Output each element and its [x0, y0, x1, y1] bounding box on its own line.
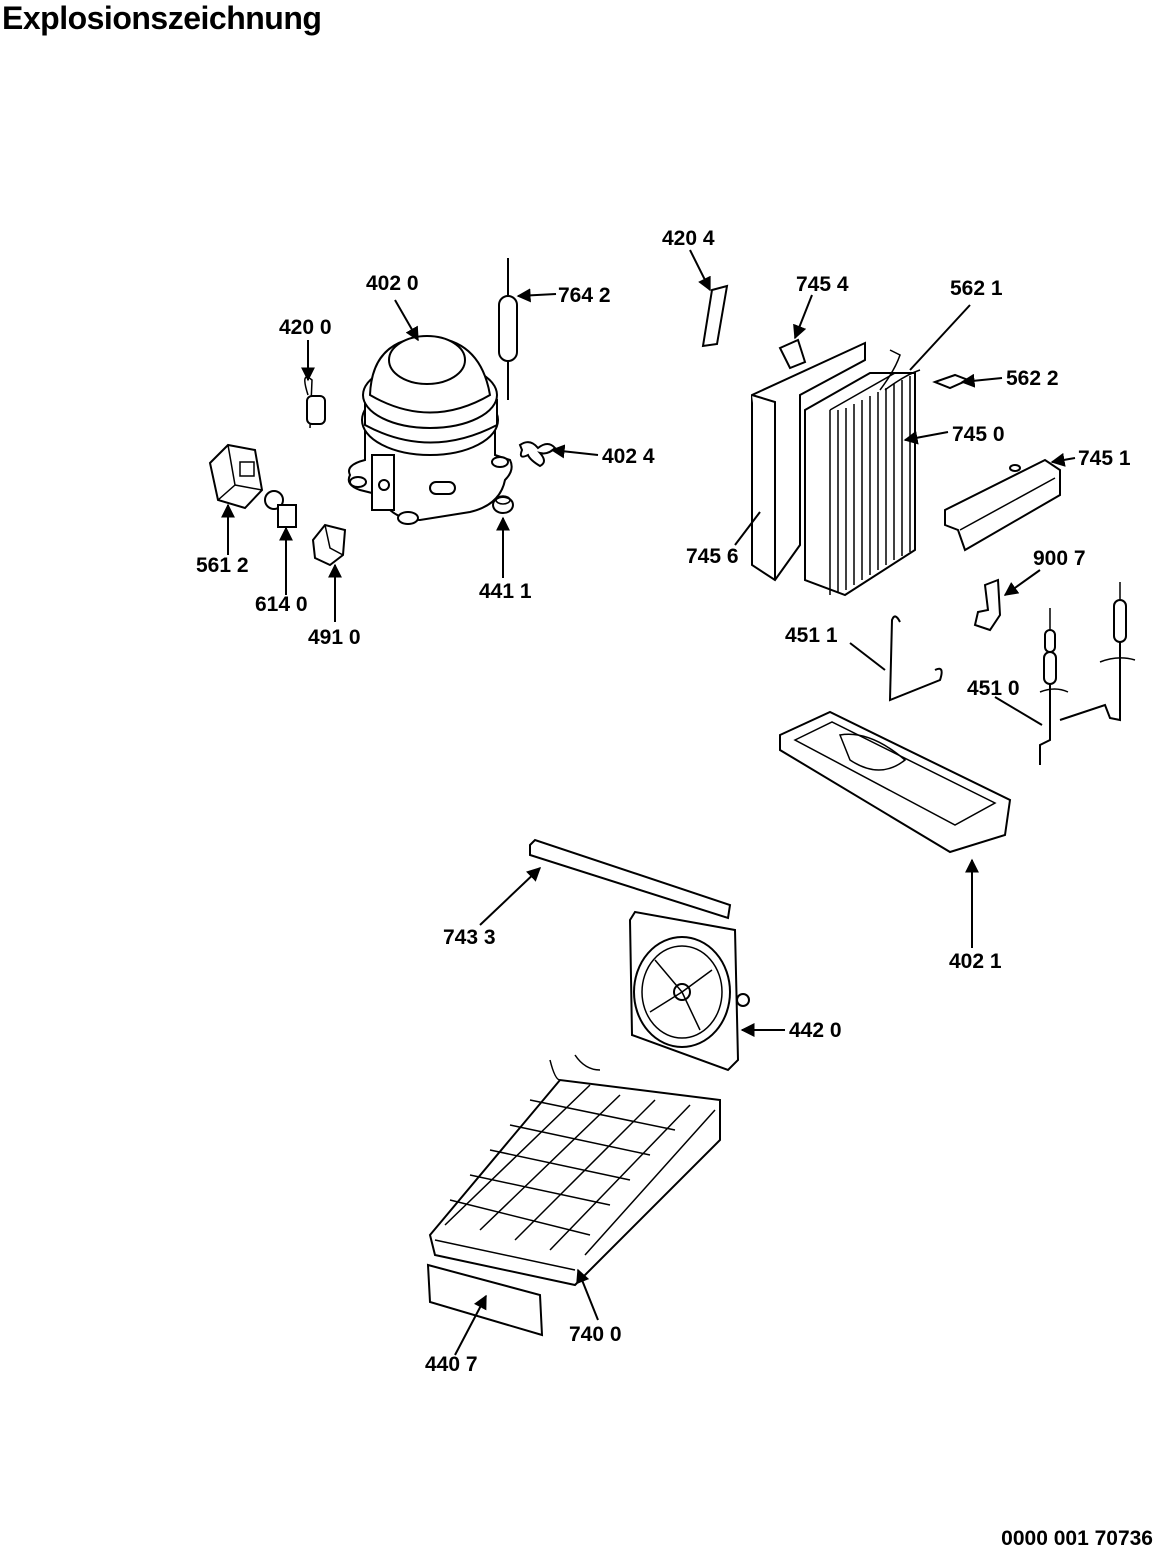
label-743-3: 743 3: [443, 926, 496, 949]
relay-drawing: [208, 443, 264, 510]
label-402-4: 402 4: [602, 445, 655, 468]
drip-tray-drawing: [779, 710, 1012, 854]
label-420-0: 420 0: [279, 316, 332, 339]
wire-drawing: [888, 615, 943, 702]
label-440-7: 440 7: [425, 1353, 478, 1376]
clip-drawing: [778, 338, 807, 370]
capacitor-drawing: [304, 376, 326, 429]
label-745-4: 745 4: [796, 273, 849, 296]
compressor-drawing: [347, 335, 513, 525]
foot-drawing: [492, 495, 514, 514]
label-451-1: 451 1: [785, 624, 838, 647]
holder-drawing: [973, 578, 1002, 632]
label-451-0: 451 0: [967, 677, 1020, 700]
label-561-2: 561 2: [196, 554, 249, 577]
label-745-6: 745 6: [686, 545, 739, 568]
label-614-0: 614 0: [255, 593, 308, 616]
overload-drawing: [264, 490, 297, 528]
label-420-4: 420 4: [662, 227, 715, 250]
label-900-7: 900 7: [1033, 547, 1086, 570]
label-491-0: 491 0: [308, 626, 361, 649]
label-441-1: 441 1: [479, 580, 532, 603]
label-745-1: 745 1: [1078, 447, 1131, 470]
label-562-2: 562 2: [1006, 367, 1059, 390]
cover-drawing: [311, 523, 347, 567]
grommet-drawing: [518, 441, 557, 468]
label-402-1: 402 1: [949, 950, 1002, 973]
part-labels: 402 0 764 2 420 0 402 4 561 2 614 0 491 …: [196, 227, 1131, 1376]
label-740-0: 740 0: [569, 1323, 622, 1346]
hose-drawing: [701, 284, 729, 348]
label-745-0: 745 0: [952, 423, 1005, 446]
label-764-2: 764 2: [558, 284, 611, 307]
drier-drawing: [498, 258, 518, 400]
strip-drawing: [529, 838, 732, 920]
document-number: 0000 001 70736: [1001, 1527, 1153, 1550]
label-562-1: 562 1: [950, 277, 1003, 300]
label-442-0: 442 0: [789, 1019, 842, 1042]
condenser-drawing: [428, 1054, 721, 1287]
fan-drawing: [628, 910, 750, 1072]
label-402-0: 402 0: [366, 272, 419, 295]
heater-drawing: [1039, 582, 1136, 765]
page-title: Explosionszeichnung: [2, 0, 322, 36]
evaporator-cover-drawing: [944, 458, 1061, 552]
leader-lines: [221, 249, 1076, 1356]
evaporator-drawing: [751, 341, 921, 597]
